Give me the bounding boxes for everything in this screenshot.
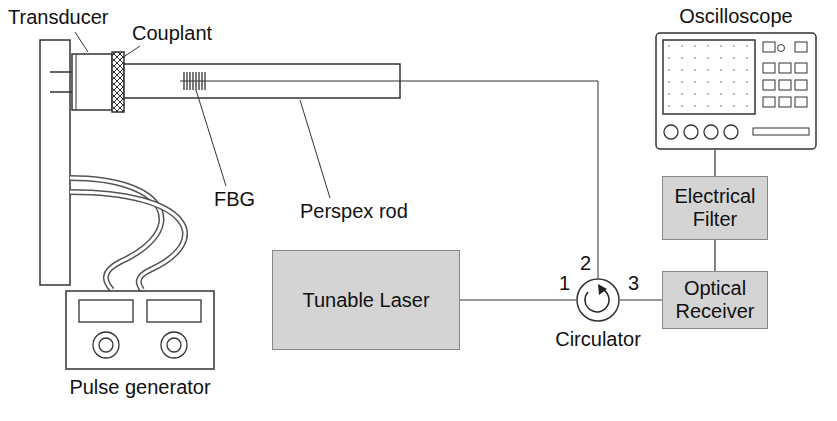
node-outline	[65, 290, 215, 370]
signal-line	[620, 300, 662, 301]
port-number: 2	[580, 252, 591, 275]
node-label: Pulse generator	[69, 376, 210, 399]
leader-lines	[75, 32, 330, 198]
port-number: 3	[628, 272, 639, 295]
port-number: 1	[559, 272, 570, 295]
node-label: Circulator	[555, 328, 641, 351]
node-outline	[655, 32, 817, 150]
couplant-layer	[112, 52, 124, 112]
laser-box: Tunable Laser	[272, 250, 460, 350]
part-label: FBG	[214, 188, 255, 211]
node-label: Electrical Filter	[663, 185, 767, 231]
signal-line	[460, 300, 576, 301]
node-label: Tunable Laser	[302, 289, 429, 312]
node-outline	[576, 278, 620, 322]
pulse-generator: Pulse generator	[65, 290, 215, 370]
node-label: Optical Receiver	[663, 277, 767, 323]
circulator-symbol: Circulator	[576, 278, 620, 322]
optical-fibre	[180, 81, 598, 278]
signal-line	[715, 150, 716, 176]
transducer-symbol	[50, 54, 112, 110]
signal-line	[715, 240, 716, 271]
filter-box: Electrical Filter	[662, 176, 768, 240]
receiver-box: Optical Receiver	[662, 271, 768, 329]
node-label: Oscilloscope	[679, 5, 792, 28]
part-label: Perspex rod	[300, 200, 408, 223]
signal-cables	[70, 178, 185, 290]
oscilloscope: Oscilloscope	[655, 32, 817, 150]
part-label: Transducer	[8, 6, 108, 29]
mount-plate	[40, 40, 70, 285]
part-label: Couplant	[132, 22, 212, 45]
